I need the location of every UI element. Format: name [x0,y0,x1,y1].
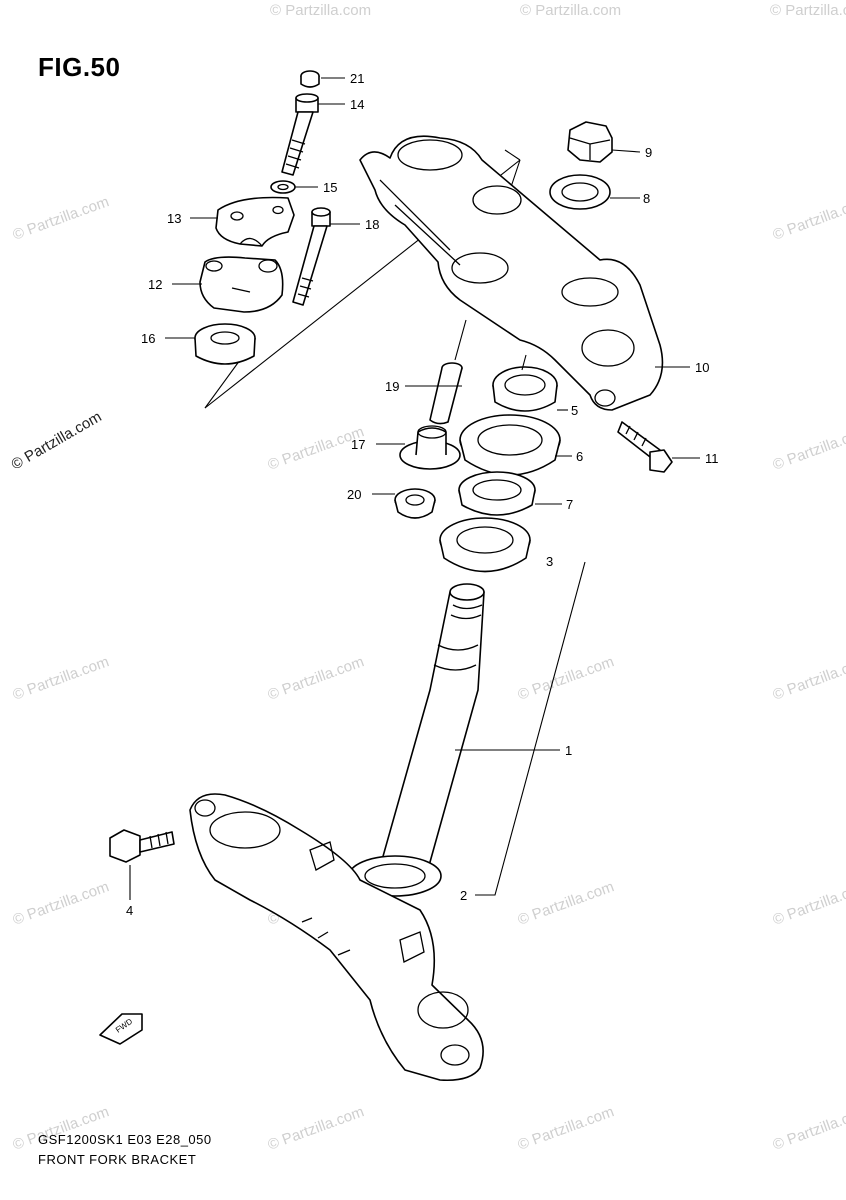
part-5-nut [492,366,558,412]
callout-19: 19 [385,379,399,394]
watermark: © Partzilla.com [771,423,846,474]
caption-part-group: FRONT FORK BRACKET [38,1152,197,1167]
callout-16: 16 [141,331,155,346]
part-19-pin [429,362,463,425]
caption-model-code: GSF1200SK1 E03 E28_050 [38,1132,212,1147]
part-14-bolt [281,93,319,176]
watermark: © Partzilla.com [516,1103,617,1154]
callout-5: 5 [571,403,578,418]
watermark: © Partzilla.com [771,878,846,929]
part-10-upper-bracket [359,135,664,411]
callout-13: 13 [167,211,181,226]
figure-title: FIG.50 [38,52,121,82]
callout-1: 1 [565,743,572,758]
part-3-bearing-race [439,517,531,573]
watermark: © Partzilla.com [771,193,846,244]
part-7-bearing [458,471,536,516]
watermark: © Partzilla.com [266,653,367,704]
callout-labels: 21 14 15 13 18 12 16 9 8 10 19 5 17 6 11… [126,71,719,918]
callout-8: 8 [643,191,650,206]
watermark: © Partzilla.com [266,1103,367,1154]
part-1-steering-stem [377,583,485,885]
watermark: © Partzilla.com [771,1103,846,1154]
lower-fork-bracket [189,793,484,1082]
callout-4: 4 [126,903,133,918]
part-9-nut [567,121,613,163]
callout-11: 11 [705,451,719,466]
part-17-cushion [399,425,461,470]
callout-21: 21 [350,71,364,86]
part-13-upper-holder [215,196,295,247]
callout-6: 6 [576,449,583,464]
callout-7: 7 [566,497,573,512]
callout-10: 10 [695,360,709,375]
watermark: © Partzilla.com [11,193,112,244]
part-20-nut [394,488,436,519]
watermark: © Partzilla.com [516,653,617,704]
watermark: © Partzilla.com [771,653,846,704]
callout-3: 3 [546,554,553,569]
watermark: © Partzilla.com [770,2,846,19]
part-8-washer [549,174,611,210]
callout-20: 20 [347,487,361,502]
callout-17: 17 [351,437,365,452]
watermark: © Partzilla.com [520,2,621,19]
callout-18: 18 [365,217,379,232]
watermark: © Partzilla.com [11,878,112,929]
callout-15: 15 [323,180,337,195]
leader-lines [129,77,700,900]
callout-14: 14 [350,97,364,112]
watermark: © Partzilla.com [516,878,617,929]
part-18-bolt [292,207,331,306]
part-4-bolt [109,829,175,863]
part-12-lower-holder [199,256,284,313]
watermark: © Partzilla.com [9,408,105,473]
watermark: © Partzilla.com [11,653,112,704]
fwd-arrow-icon: FWD [99,1013,143,1045]
part-6-dust-seal [459,414,561,476]
part-21-cap [300,70,320,88]
part-11-bolt [617,421,673,473]
watermark: © Partzilla.com [270,2,371,19]
diagram-caption: GSF1200SK1 E03 E28_050 FRONT FORK BRACKE… [38,1130,212,1170]
callout-12: 12 [148,277,162,292]
part-16-cushion [194,323,256,365]
callout-2: 2 [460,888,467,903]
callout-9: 9 [645,145,652,160]
part-15-washer [270,180,296,194]
